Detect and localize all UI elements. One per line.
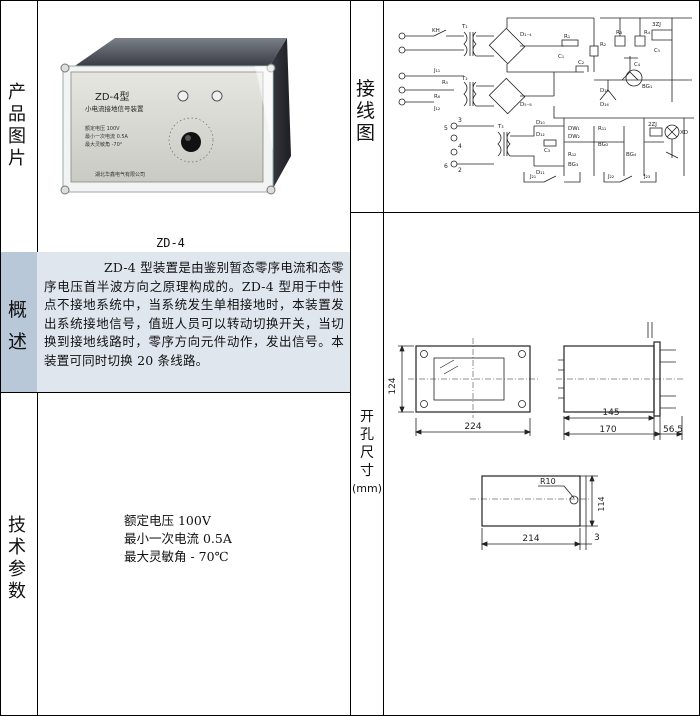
product-photo: ZD-4型 小电流接地信号装置 额定电压 100V 最小一次电流 0.5A 最大… [60,38,291,195]
wiring-labels: KH T₁ D₁₋₄ R₁ R₂ R₃ R₄ C₁ C₂ 3ZJ J₁₁ T₂ … [432,22,688,180]
overview-label-background [1,252,37,392]
row-divider-left-2 [0,392,350,393]
wiring-label: C₃ [544,148,550,154]
wiring-label: T₁ [461,24,468,30]
label-overview: 概 述 [8,299,28,353]
wiring-label: D₁₁ [536,170,545,176]
table-border-left [0,0,1,716]
specs-list: 额定电压 100V 最小一次电流 0.5A 最大灵敏角 - 70℃ [124,512,232,566]
wiring-label: J₂₃ [643,174,650,180]
side-view [556,322,684,440]
cutout-view [470,474,598,550]
dim-cutout-gap: 3 [594,533,600,543]
panel-maker: 湖北华鑫电气有限公司 [95,171,145,178]
front-view [398,338,538,436]
spec-min-current: 最小一次电流 0.5A [124,531,232,546]
wiring-label: R₁ [564,34,570,40]
terminal-number: 4 [458,143,462,150]
wiring-label: J₁₁ [433,68,440,74]
dim-cutout-width: 214 [522,534,539,544]
column-divider-main [350,0,351,716]
wiring-label: KH [432,28,440,34]
overview-text: ZD-4 型装置是由鉴别暂态零序电流和态零序电压首半波方向之原理构成的。ZD-4… [44,260,344,368]
wiring-label: R₃ [616,30,622,36]
wiring-label: C₅ [654,48,660,54]
wiring-label: J₁₂ [433,106,440,112]
overview-background [1,252,350,392]
wiring-label: DW₂ [568,134,580,140]
wiring-label: R₁₁ [598,126,606,132]
dim-cutout-radius: R10 [540,477,556,486]
product-caption: ZD-4 [156,236,185,250]
wiring-label: R₅ [442,80,448,86]
indicator-lamp-2 [211,90,223,102]
spec-rated-voltage: 额定电压 100V [124,513,211,528]
dim-cutout-height: 114 [597,496,606,511]
wiring-label: D₁₆ [600,102,609,108]
terminal-number: 6 [444,163,448,170]
wiring-label: J₂₂ [607,174,614,180]
wiring-label: D₁₅ [600,88,609,94]
wiring-label: DW₁ [568,126,580,132]
wiring-label: BG₃ [568,162,578,168]
wiring-label: R₆ [434,94,441,100]
wiring-label: BG₂ [598,142,608,148]
dimension-drawings: 124 224 145 170 56.5 R10 214 114 3 [388,322,684,550]
dim-depth-total: 170 [599,425,616,435]
wiring-label: 2ZJ [648,122,657,128]
row-divider-right-1 [350,212,700,213]
dim-width: 224 [464,422,481,432]
wiring-label: D₁₀ [536,120,545,126]
label-wiring: 接 线 图 [356,78,376,144]
panel-line-2: 最小一次电流 0.5A [85,133,129,140]
wiring-label: R₂ [600,42,606,48]
wiring-label: J₂₁ [529,174,536,180]
terminal-number: 3 [458,117,462,124]
column-divider-right-label [383,0,384,716]
label-cutout: 开 孔 尺 寸 (mm) [351,409,382,495]
spec-max-angle: 最大灵敏角 - 70℃ [124,549,229,564]
wiring-label: T₂ [461,76,468,82]
wiring-diagram [398,17,694,183]
panel-line-1: 额定电压 100V [85,125,120,132]
wiring-label: C₂ [578,60,584,66]
dim-terminal: 56.5 [663,425,683,435]
wiring-label: R₄ [644,30,651,36]
wiring-label: T₃ [497,124,504,130]
wiring-label: C₄ [634,62,641,68]
wiring-label: D₁₂ [536,132,545,138]
wiring-label: XD [680,130,688,136]
panel-subtitle: 小电流接地信号装置 [85,104,144,113]
wiring-label: BG₄ [626,152,637,158]
terminal-number: 5 [444,125,448,132]
rotary-switch [168,117,214,163]
terminal-number: 2 [458,167,462,174]
wiring-label: D₁₋₄ [520,32,532,38]
dim-depth: 145 [602,408,619,418]
indicator-lamp-1 [177,90,189,102]
panel-line-3: 最大灵敏角 -70° [85,141,123,148]
panel-title: ZD-4型 [95,90,130,103]
wiring-label: R₁₂ [568,152,576,158]
wiring-label: D₅₋₈ [520,102,532,108]
wiring-label: C₁ [558,54,564,60]
label-specs: 技 术 参 数 [8,515,26,602]
wiring-label: 3ZJ [652,22,661,28]
label-product-image: 产 品 图 片 [8,82,26,169]
wiring-label: BG₁ [642,84,652,90]
dim-height: 124 [388,377,398,394]
